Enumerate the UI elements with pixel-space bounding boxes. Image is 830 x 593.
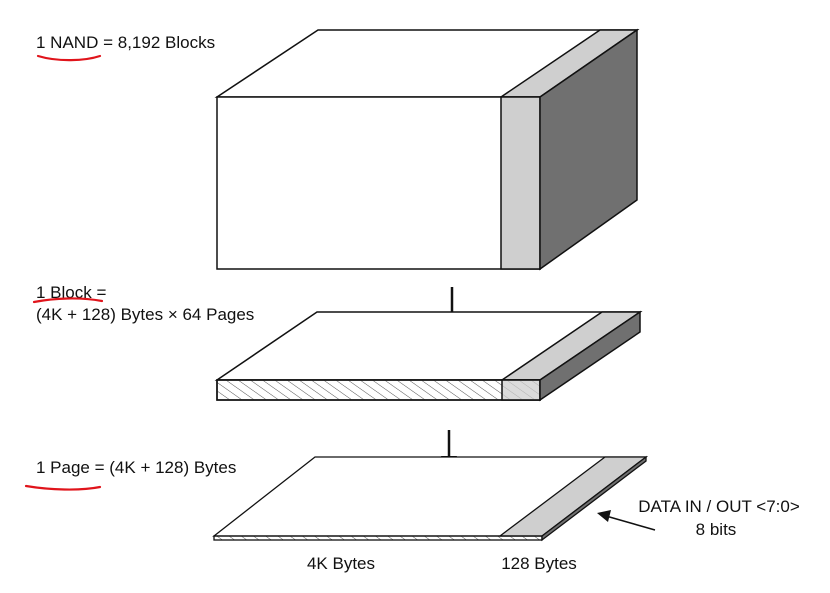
block-label-line2: (4K + 128) Bytes × 64 Pages — [36, 305, 254, 324]
red-underline-page — [24, 484, 102, 491]
nand-label: 1 NAND = 8,192 Blocks — [36, 33, 215, 52]
nand-cube-side — [539, 28, 638, 271]
block-slab-front-hatch — [216, 379, 541, 401]
data-io-bits-label: 8 bits — [696, 520, 737, 539]
nand-cube-front — [216, 96, 541, 270]
block-slab-side — [539, 310, 641, 402]
block-slab — [214, 310, 643, 402]
block-slab-spare-front — [501, 379, 541, 401]
page-sheet-front — [213, 535, 543, 541]
nand-cube — [214, 28, 640, 271]
red-underline-block — [32, 297, 104, 304]
nand-cube-spare-front — [500, 96, 541, 270]
page-sheet — [212, 455, 648, 542]
data-io-label: DATA IN / OUT <7:0> — [638, 497, 800, 516]
page-label: 1 Page = (4K + 128) Bytes — [36, 458, 236, 477]
red-underline-nand — [36, 54, 102, 62]
data-io-arrow — [597, 510, 656, 531]
page-sheet-side — [541, 455, 647, 542]
page-main-area-label: 4K Bytes — [307, 554, 375, 573]
block-label: 1 Block = — [36, 283, 106, 302]
red-underline-annotations — [24, 54, 104, 491]
page-spare-area-label: 128 Bytes — [501, 554, 577, 573]
